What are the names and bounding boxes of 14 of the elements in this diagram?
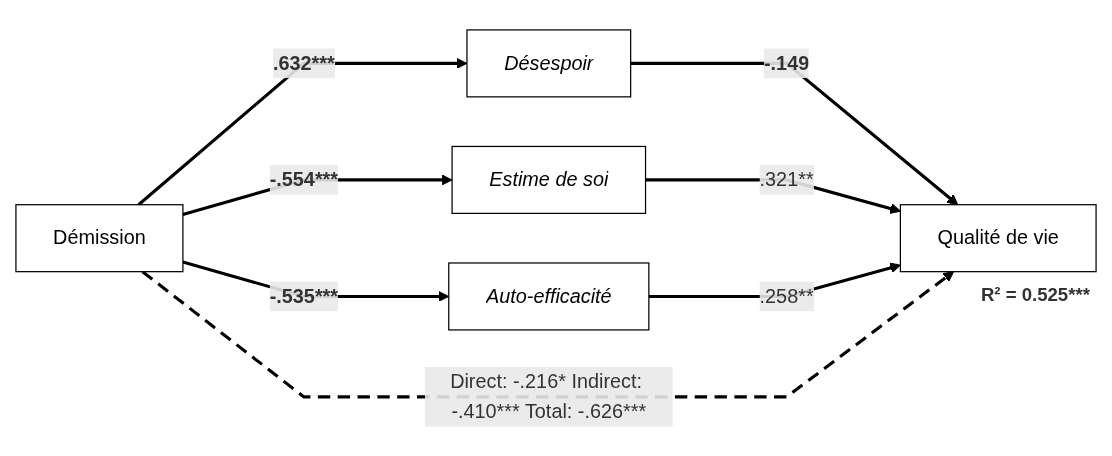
node-box: Démission [15,203,184,272]
node-box: Qualité de vie [899,203,1097,272]
edge-label: .258** [759,285,814,307]
edge-label: Direct: -.216* Indirect: -.410*** Total: -.626*** [450,370,647,422]
node-box: Estime de soi [451,145,647,214]
arrow [141,270,955,399]
edge-label: -.535*** [269,285,339,307]
arrow [630,61,959,205]
r-squared-note: R² = 0.525*** [980,284,1090,306]
edge-label: -.149 [763,51,810,74]
node-box: Désespoir [466,29,632,98]
edge-label: .632*** [272,51,335,74]
edge-label: .321** [759,168,814,190]
edge-label: -.554*** [269,168,339,190]
